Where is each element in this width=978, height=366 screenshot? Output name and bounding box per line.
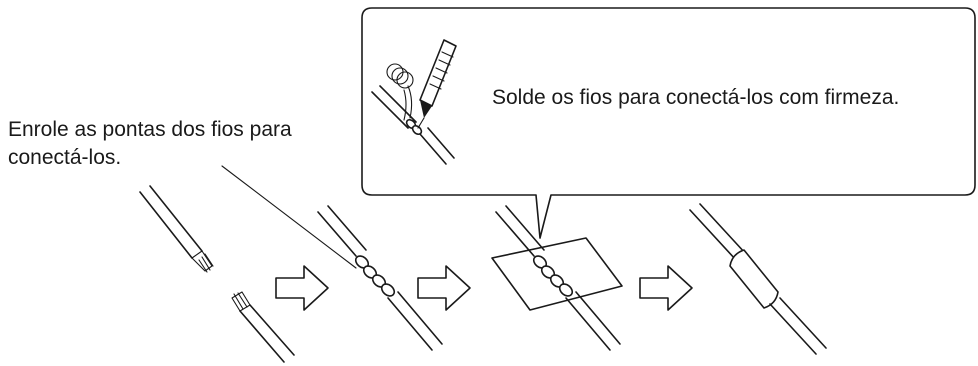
callout-wires-icon — [371, 85, 455, 165]
label-wind-line-1: Enrole as pontas dos fios para — [8, 118, 292, 141]
wire-end-icon — [139, 185, 214, 273]
wire-end-icon — [231, 291, 295, 363]
heat-shrink-tube-icon — [689, 203, 827, 355]
callout-bubble — [361, 7, 976, 239]
soldering-iron-icon — [417, 39, 457, 129]
solder-joint-icon — [491, 205, 623, 351]
leader-line — [221, 165, 357, 269]
arrow-right-icon — [417, 265, 471, 311]
label-wind-wires: Enrole as pontas dos fios para conectá-l… — [8, 116, 292, 172]
label-wind-line-2: conectá-los. — [8, 146, 122, 169]
twisted-wires-icon — [317, 205, 443, 351]
label-solder-wires: Solde os fios para conectá-los com firme… — [492, 86, 900, 109]
arrow-right-icon — [275, 265, 329, 311]
solder-wire-icon — [386, 63, 414, 121]
arrow-right-icon — [639, 265, 693, 311]
